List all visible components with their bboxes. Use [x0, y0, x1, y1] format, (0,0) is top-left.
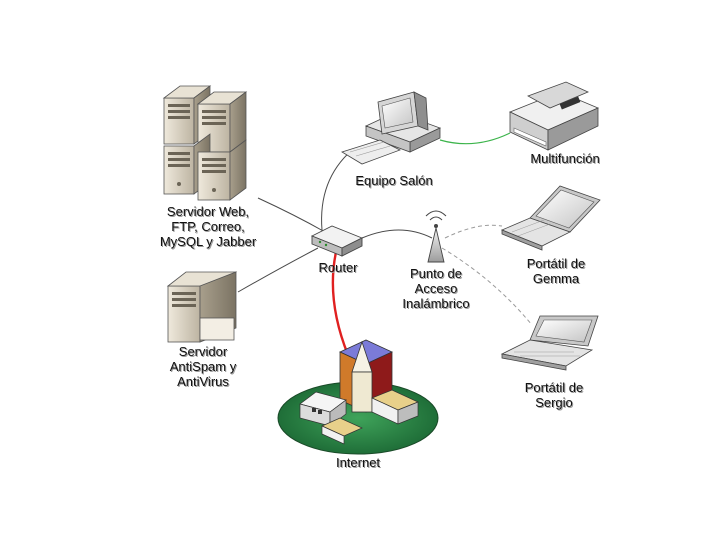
- server-unit: [197, 139, 247, 201]
- printer-label: Multifunción: [530, 151, 600, 166]
- desktop-computer-icon: [341, 91, 442, 165]
- router-icon: [310, 225, 364, 257]
- city-icon: [277, 339, 439, 455]
- link-server-router: [257, 197, 326, 233]
- laptop-icon: [500, 185, 601, 251]
- connections: [237, 132, 533, 356]
- multifunction-printer-icon: [509, 81, 600, 151]
- wireless-link-sergio: [441, 247, 533, 326]
- server-antispam-label: Servidor AntiSpam y AntiVirus: [169, 344, 237, 389]
- pc-label: Equipo Salón: [355, 173, 433, 188]
- link-router-internet: [331, 251, 350, 356]
- link-pc-router: [321, 149, 353, 231]
- access-point-label: Punto de Acceso Inalámbrico: [402, 266, 470, 311]
- server-main-label: Servidor Web, FTP, Correo, MySQL y Jabbe…: [159, 204, 257, 249]
- link-antispam-router: [237, 247, 319, 293]
- server-icon: [166, 271, 238, 343]
- link-pc-printer: [439, 132, 511, 145]
- wireless-link-gemma: [444, 224, 503, 239]
- laptop-sergio-label: Portátil de Sergio: [524, 380, 584, 410]
- antenna-icon: [425, 210, 447, 263]
- router-label: Router: [318, 260, 358, 275]
- laptop-icon: [500, 315, 599, 371]
- server-tower-icon: [162, 85, 248, 201]
- server-unit: [196, 91, 248, 153]
- link-router-ap: [361, 229, 433, 239]
- internet-label: Internet: [335, 455, 381, 470]
- laptop-gemma-label: Portátil de Gemma: [526, 256, 586, 286]
